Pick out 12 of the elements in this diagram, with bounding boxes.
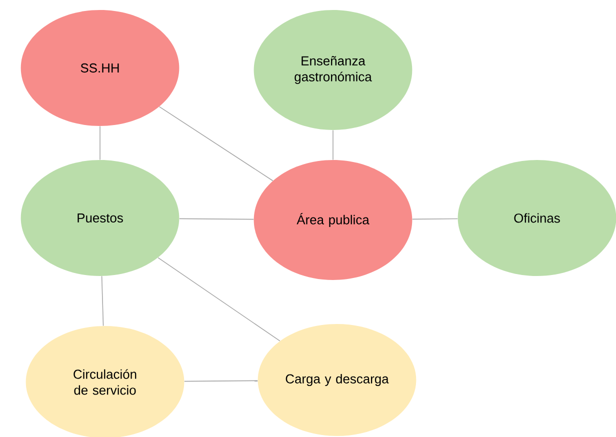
connector-line <box>412 218 458 220</box>
connector-line <box>158 257 280 342</box>
ellipse-node: Enseñanza gastronómica <box>254 10 412 130</box>
ellipse-node: Área publica <box>254 160 412 280</box>
ellipse-node: Puestos <box>20 160 180 276</box>
connector-line <box>179 218 254 220</box>
connector-line <box>184 380 258 382</box>
connector-line <box>332 130 334 160</box>
ellipse-node: SS.HH <box>20 10 180 126</box>
connector-line <box>158 106 274 182</box>
connector-line <box>101 276 104 326</box>
ellipse-node: Carga y descarga <box>258 324 416 436</box>
